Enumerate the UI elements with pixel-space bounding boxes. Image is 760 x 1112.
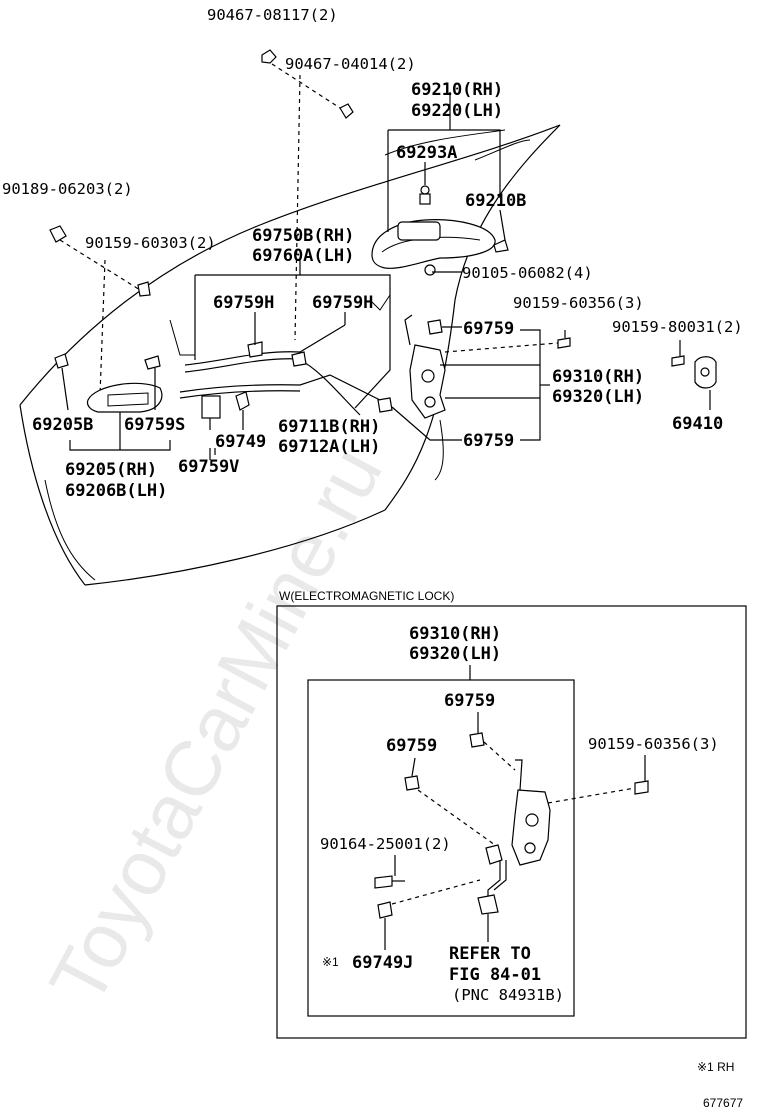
clip-69759s-icon [144, 355, 161, 370]
label-69749: 69749 [215, 432, 266, 452]
footnote-rh: ※1 RH [697, 1060, 734, 1074]
outside-door-handle [371, 185, 509, 276]
label-90159-60356-inset: 90159-60356(3) [588, 735, 719, 753]
door-lock-assembly [404, 314, 446, 419]
label-69759-top: 69759 [463, 319, 514, 339]
label-69759-inset-a: 69759 [444, 691, 495, 711]
refer-to-line-3: (PNC 84931B) [452, 986, 564, 1004]
inset-inner-frame [307, 679, 575, 1017]
refer-to-line-2: FIG 84-01 [449, 965, 541, 985]
label-69210-rh: 69210(RH) [411, 80, 503, 100]
clip-69759-mid-icon [377, 397, 393, 413]
label-69320-lh-inset: 69320(LH) [409, 644, 501, 664]
label-69206b-lh: 69206B(LH) [65, 481, 167, 501]
label-69293a: 69293A [396, 143, 457, 163]
label-69750b-rh: 69750B(RH) [252, 226, 354, 246]
label-69220-lh: 69220(LH) [411, 101, 503, 121]
label-69759-inset-b: 69759 [386, 736, 437, 756]
label-69205b: 69205B [32, 415, 93, 435]
clip-69759-inset-a-icon [469, 732, 485, 748]
label-69310-rh-top: 69310(RH) [552, 367, 644, 387]
label-69410: 69410 [672, 414, 723, 434]
bolt-90467-08117-icon [261, 49, 277, 64]
inside-door-handle [86, 382, 163, 413]
label-69749j: 69749J [352, 953, 413, 973]
clip-69759h-b-icon [291, 351, 307, 367]
figure-id: 677677 [703, 1096, 743, 1110]
label-90159-60356-top: 90159-60356(3) [513, 294, 644, 312]
bolt-90164-25001-icon [374, 875, 405, 889]
label-69711b-rh: 69711B(RH) [278, 417, 380, 437]
inset-leader-lines [384, 665, 646, 950]
refer-to-line-1: REFER TO [449, 944, 531, 964]
clip-69749-icon [201, 395, 221, 419]
clip-69749j-icon [377, 901, 393, 919]
label-69210b: 69210B [465, 191, 526, 211]
label-90159-80031: 90159-80031(2) [612, 318, 743, 336]
connector-84931b-icon [477, 894, 499, 915]
note-marker: ※1 [322, 955, 339, 969]
label-69310-rh-inset: 69310(RH) [409, 624, 501, 644]
inset-title: W(ELECTROMAGNETIC LOCK) [279, 589, 454, 603]
clip-90189-06203-icon [49, 225, 67, 243]
label-90164-25001: 90164-25001(2) [320, 835, 451, 853]
electromagnetic-lock-assembly [487, 759, 551, 905]
label-90105-06082: 90105-06082(4) [462, 264, 593, 282]
leader-lines [61, 92, 711, 460]
clip-69759-inset-b-icon [404, 775, 420, 791]
label-69759v: 69759V [178, 457, 239, 477]
label-69759-mid: 69759 [463, 431, 514, 451]
label-90159-60303: 90159-60303(2) [85, 234, 216, 252]
inset-frame [276, 605, 747, 1039]
door-panel-outline [19, 124, 561, 586]
screw-90159-60356-inset-icon [634, 780, 649, 795]
connector-icon [485, 844, 503, 865]
label-90189-06203: 90189-06203(2) [2, 180, 133, 198]
label-90467-04014: 90467-04014(2) [285, 55, 416, 73]
label-69759s: 69759S [124, 415, 185, 435]
label-69205-rh: 69205(RH) [65, 460, 157, 480]
label-69320-lh-top: 69320(LH) [552, 387, 644, 407]
clip-69205b-icon [54, 353, 69, 369]
clip-69759-top-icon [427, 319, 443, 335]
label-69760a-lh: 69760A(LH) [252, 246, 354, 266]
screw-90159-80031-icon [671, 355, 685, 367]
screw-90159-60356-icon [557, 337, 571, 349]
label-69759h-b: 69759H [312, 293, 373, 313]
clip-69759v-icon [235, 391, 250, 411]
label-69759h-a: 69759H [213, 293, 274, 313]
watermark-text: ToyotaCarMine.ru [32, 433, 399, 1018]
door-striker [694, 356, 717, 389]
clip-69759h-icon [247, 341, 263, 358]
bolt-90467-04014-icon [339, 103, 354, 119]
screw-90159-60303-icon [137, 281, 151, 297]
label-90467-08117: 90467-08117(2) [207, 6, 338, 24]
label-69712a-lh: 69712A(LH) [278, 437, 380, 457]
